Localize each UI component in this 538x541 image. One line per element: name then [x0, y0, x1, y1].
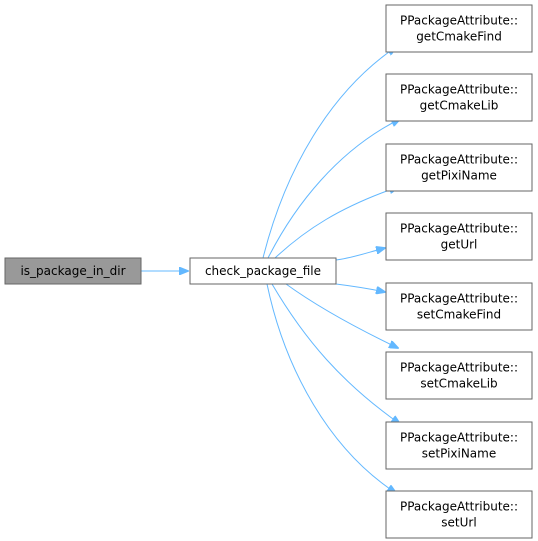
- node-setUrl[interactable]: PPackageAttribute::setUrl: [385, 490, 533, 539]
- edge-check_package_file-to-setUrl: [266, 283, 396, 493]
- node-label-line: PPackageAttribute::: [400, 292, 518, 306]
- node-label-line: setCmakeFind: [417, 308, 501, 322]
- node-box: [385, 143, 533, 192]
- node-box: [4, 257, 142, 285]
- node-label-line: is_package_in_dir: [20, 264, 125, 278]
- node-is_package_in_dir: is_package_in_dir: [4, 257, 142, 285]
- node-label-line: PPackageAttribute::: [400, 431, 518, 445]
- node-getCmakeFind[interactable]: PPackageAttribute::getCmakeFind: [385, 4, 533, 53]
- node-box: [385, 212, 533, 261]
- node-box: [385, 4, 533, 53]
- edges-layer: [141, 47, 400, 493]
- node-label-line: check_package_file: [205, 264, 321, 278]
- node-label-line: PPackageAttribute::: [400, 153, 518, 167]
- node-label-line: setPixiName: [422, 447, 496, 461]
- node-label-line: setCmakeLib: [420, 377, 497, 391]
- node-label-line: PPackageAttribute::: [400, 83, 518, 97]
- edge-check_package_file-to-setCmakeLib: [285, 283, 398, 348]
- node-setCmakeLib[interactable]: PPackageAttribute::setCmakeLib: [385, 351, 533, 400]
- node-label-line: PPackageAttribute::: [400, 14, 518, 28]
- edge-check_package_file-to-setCmakeFind: [335, 283, 385, 292]
- node-label-line: PPackageAttribute::: [400, 222, 518, 236]
- node-label-line: getCmakeFind: [416, 30, 502, 44]
- node-label-line: getUrl: [441, 238, 478, 252]
- node-box: [385, 490, 533, 539]
- node-label-line: setUrl: [441, 516, 476, 530]
- node-setCmakeFind[interactable]: PPackageAttribute::setCmakeFind: [385, 282, 533, 331]
- edge-check_package_file-to-setPixiName: [271, 283, 400, 424]
- edge-check_package_file-to-getPixiName: [274, 187, 398, 259]
- node-box: [385, 351, 533, 400]
- node-box: [385, 421, 533, 470]
- node-label-line: PPackageAttribute::: [400, 500, 518, 514]
- edge-check_package_file-to-getCmakeLib: [267, 119, 400, 259]
- node-box: [385, 282, 533, 331]
- node-setPixiName[interactable]: PPackageAttribute::setPixiName: [385, 421, 533, 470]
- edge-check_package_file-to-getUrl: [335, 248, 385, 261]
- edge-check_package_file-to-getCmakeFind: [262, 47, 396, 259]
- node-box: [385, 73, 533, 122]
- node-label-line: getPixiName: [421, 169, 497, 183]
- node-check_package_file[interactable]: check_package_file: [189, 257, 337, 285]
- node-getCmakeLib[interactable]: PPackageAttribute::getCmakeLib: [385, 73, 533, 122]
- node-label-line: PPackageAttribute::: [400, 361, 518, 375]
- node-label-line: getCmakeLib: [420, 99, 499, 113]
- node-getUrl[interactable]: PPackageAttribute::getUrl: [385, 212, 533, 261]
- node-getPixiName[interactable]: PPackageAttribute::getPixiName: [385, 143, 533, 192]
- node-box: [189, 257, 337, 285]
